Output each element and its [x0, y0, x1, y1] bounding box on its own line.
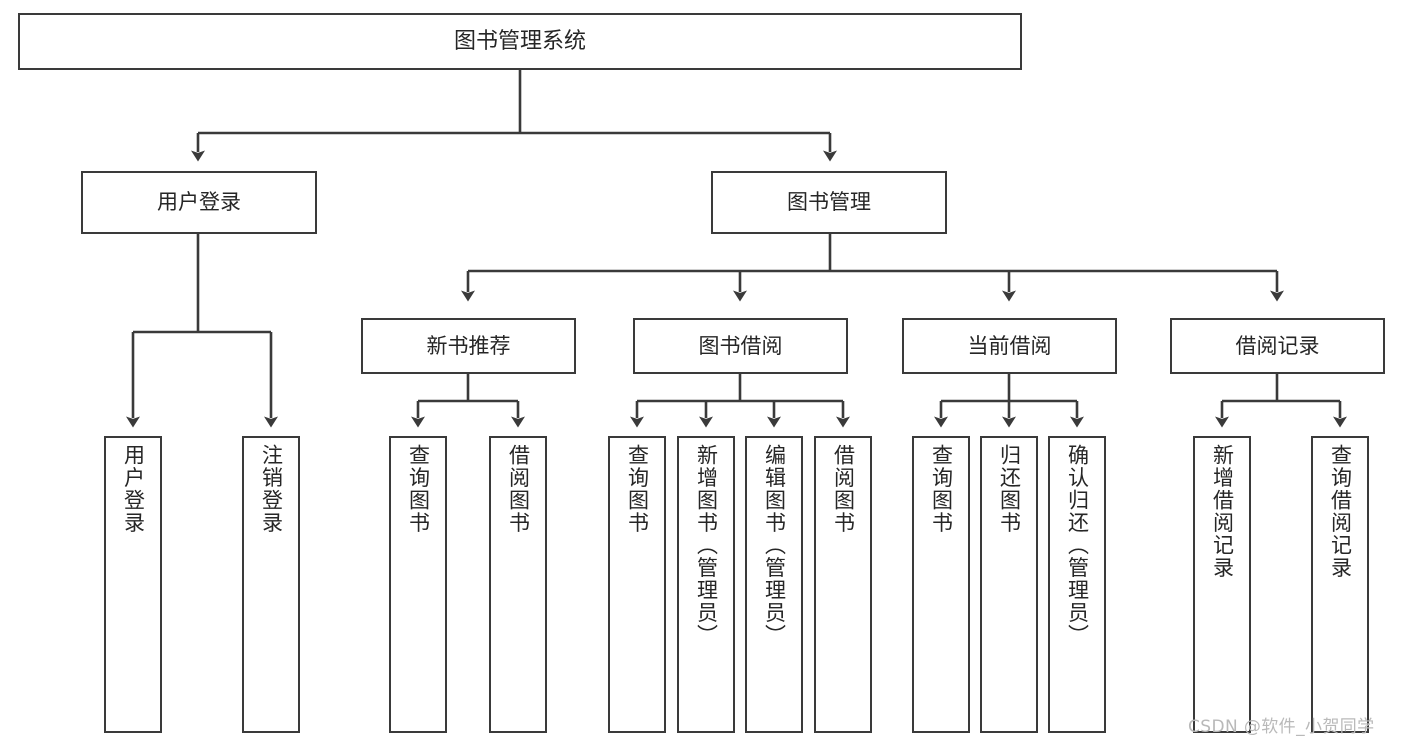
node-user-login[interactable]: 用户登录 [81, 171, 317, 234]
node-borrow-record[interactable]: 借阅记录 [1170, 318, 1385, 374]
leaf-return-book[interactable]: 归还图书 [980, 436, 1038, 733]
leaf-query-borrow-record[interactable]: 查询借阅记录 [1311, 436, 1369, 733]
node-book-borrow[interactable]: 图书借阅 [633, 318, 848, 374]
node-root-system[interactable]: 图书管理系统 [18, 13, 1022, 70]
node-label: 确认归还（管理员） [1065, 444, 1090, 647]
node-label: 新增图书（管理员） [694, 444, 719, 647]
leaf-add-borrow-record[interactable]: 新增借阅记录 [1193, 436, 1251, 733]
node-label: 新书推荐 [426, 333, 511, 358]
leaf-query-book-new[interactable]: 查询图书 [389, 436, 447, 733]
leaf-user-login[interactable]: 用户登录 [104, 436, 162, 733]
node-label: 图书借阅 [698, 333, 783, 358]
leaf-borrow-book-new[interactable]: 借阅图书 [489, 436, 547, 733]
node-label: 借阅记录 [1235, 333, 1320, 358]
node-label: 当前借阅 [967, 333, 1052, 358]
csdn-watermark: CSDN @软件_小贺同学 [1188, 717, 1375, 737]
node-label: 查询借阅记录 [1328, 444, 1353, 579]
node-label: 注销登录 [259, 444, 284, 534]
node-label: 用户登录 [121, 444, 146, 534]
node-new-book-recommend[interactable]: 新书推荐 [361, 318, 576, 374]
leaf-edit-book-admin[interactable]: 编辑图书（管理员） [745, 436, 803, 733]
node-label: 图书管理系统 [453, 28, 586, 54]
node-label: 查询图书 [406, 444, 431, 534]
node-book-management[interactable]: 图书管理 [711, 171, 947, 234]
node-label: 借阅图书 [831, 444, 856, 534]
leaf-query-book-borrow[interactable]: 查询图书 [608, 436, 666, 733]
node-label: 借阅图书 [506, 444, 531, 534]
leaf-query-book-current[interactable]: 查询图书 [912, 436, 970, 733]
node-label: 查询图书 [929, 444, 954, 534]
node-label: 图书管理 [787, 190, 871, 215]
leaf-logout[interactable]: 注销登录 [242, 436, 300, 733]
node-label: 归还图书 [997, 444, 1022, 534]
node-label: 新增借阅记录 [1210, 444, 1235, 579]
node-label: 查询图书 [625, 444, 650, 534]
node-label: 编辑图书（管理员） [762, 444, 787, 647]
leaf-add-book-admin[interactable]: 新增图书（管理员） [677, 436, 735, 733]
leaf-borrow-book[interactable]: 借阅图书 [814, 436, 872, 733]
leaf-confirm-return-admin[interactable]: 确认归还（管理员） [1048, 436, 1106, 733]
node-current-borrow[interactable]: 当前借阅 [902, 318, 1117, 374]
node-label: 用户登录 [157, 190, 241, 215]
